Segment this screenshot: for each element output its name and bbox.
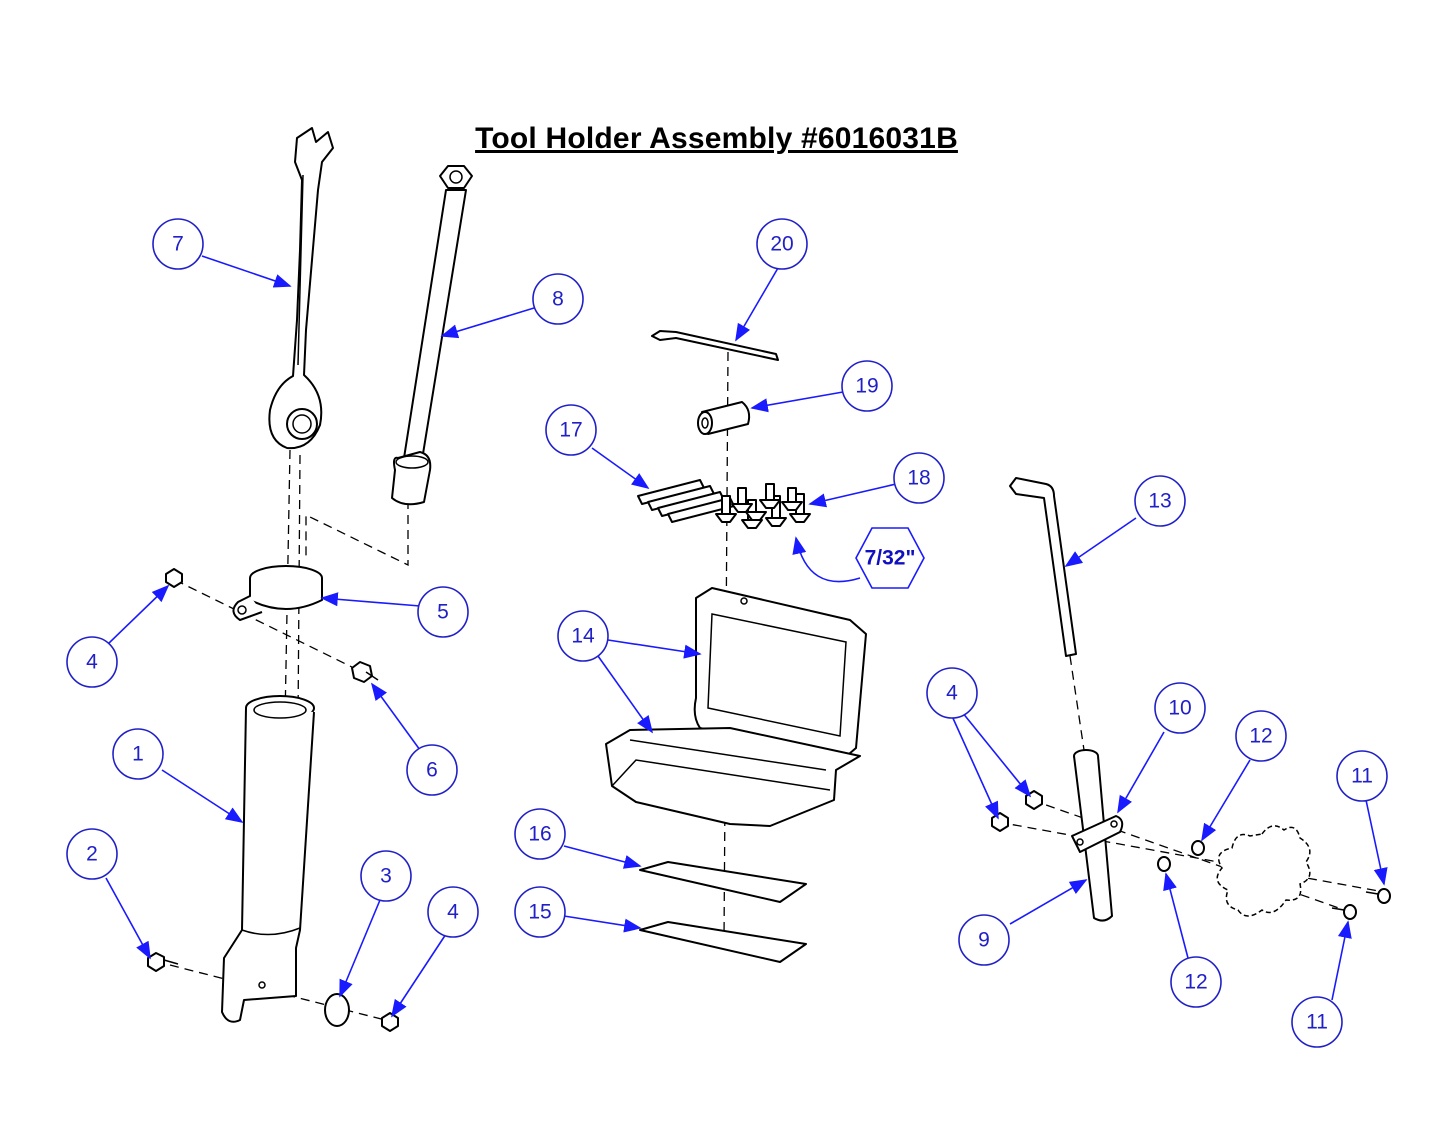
socket-19 <box>697 401 751 435</box>
balloon-9: 9 <box>958 914 1010 966</box>
balloon-label: 16 <box>528 823 551 846</box>
balloon-16: 16 <box>514 808 566 860</box>
balloon-19: 19 <box>841 360 893 412</box>
star-knob <box>1216 825 1311 917</box>
washer-12-top <box>1191 840 1205 856</box>
bracket-10 <box>1071 815 1124 853</box>
balloon-label: 15 <box>528 901 551 924</box>
washer-3 <box>324 993 350 1027</box>
balloon-label: 19 <box>855 375 878 398</box>
balloon-label: 11 <box>1306 1011 1328 1034</box>
balloon-label: 5 <box>437 601 449 624</box>
balloon-label: 12 <box>1249 725 1272 748</box>
balloon-label: 9 <box>978 929 990 952</box>
balloon-label: 17 <box>559 419 582 442</box>
balloon-label: 13 <box>1148 490 1171 513</box>
balloon-label: 20 <box>770 233 793 256</box>
balloon-label: 1 <box>132 743 144 766</box>
balloon-15: 15 <box>514 886 566 938</box>
balloon-13: 13 <box>1134 475 1186 527</box>
balloon-11-bottom: 11 <box>1291 996 1343 1048</box>
balloon-label: 10 <box>1168 697 1191 720</box>
balloon-8: 8 <box>532 273 584 325</box>
balloon-5: 5 <box>417 586 469 638</box>
balloon-14: 14 <box>557 610 609 662</box>
bolt-2 <box>147 952 179 972</box>
tool-case <box>605 587 867 827</box>
plate-15 <box>639 921 807 963</box>
balloon-17: 17 <box>545 404 597 456</box>
balloon-label: 7 <box>172 233 184 256</box>
balloon-4-left-top: 4 <box>66 636 118 688</box>
balloon-label: 14 <box>571 625 595 648</box>
balloon-label: 2 <box>86 843 98 866</box>
balloon-label: 8 <box>552 288 564 311</box>
balloon-label: 11 <box>1351 765 1373 788</box>
hex-size-label: 7/32" <box>865 547 916 570</box>
ratcheting-wrench <box>268 127 334 450</box>
breaker-bar <box>391 165 473 506</box>
balloon-20: 20 <box>756 218 808 270</box>
nut-left-top <box>165 568 183 588</box>
balloon-label: 4 <box>86 651 98 674</box>
balloon-label: 6 <box>426 759 438 782</box>
hex-key-small <box>651 330 779 361</box>
balloon-6: 6 <box>406 744 458 796</box>
washer-12-bottom <box>1157 856 1171 872</box>
balloon-12-bottom: 12 <box>1170 956 1222 1008</box>
nut-right-1 <box>991 812 1009 832</box>
bolt-6 <box>351 661 379 683</box>
balloon-4-right: 4 <box>926 667 978 719</box>
balloon-10: 10 <box>1154 682 1206 734</box>
balloon-11-top: 11 <box>1336 750 1388 802</box>
tube-holder <box>221 695 315 1023</box>
balloon-18: 18 <box>893 452 945 504</box>
hex-size-note: 7/32" <box>855 527 925 589</box>
balloon-3: 3 <box>360 850 412 902</box>
page-title: Tool Holder Assembly #6016031B <box>0 122 1445 156</box>
screw-11-top <box>1365 888 1391 904</box>
balloon-7: 7 <box>152 218 204 270</box>
balloon-label: 4 <box>447 901 459 924</box>
balloon-label: 3 <box>380 865 392 888</box>
hex-key-large <box>1009 477 1077 657</box>
balloon-label: 4 <box>946 682 958 705</box>
balloon-1: 1 <box>112 728 164 780</box>
centerline-center <box>723 351 729 941</box>
balloon-2: 2 <box>66 828 118 880</box>
clamp-band <box>232 565 323 621</box>
screw-11-bottom <box>1331 904 1357 920</box>
screws-18 <box>715 483 811 529</box>
balloon-4-left-bottom: 4 <box>427 886 479 938</box>
balloon-12-top: 12 <box>1235 710 1287 762</box>
plate-16 <box>639 861 807 903</box>
centerlines-right <box>997 655 1385 913</box>
title-text: Tool Holder Assembly #6016031B <box>475 122 958 155</box>
nut-left-bottom <box>381 1012 399 1032</box>
balloon-label: 18 <box>907 467 930 490</box>
leader-lines <box>105 255 1388 1018</box>
balloon-label: 12 <box>1184 971 1207 994</box>
